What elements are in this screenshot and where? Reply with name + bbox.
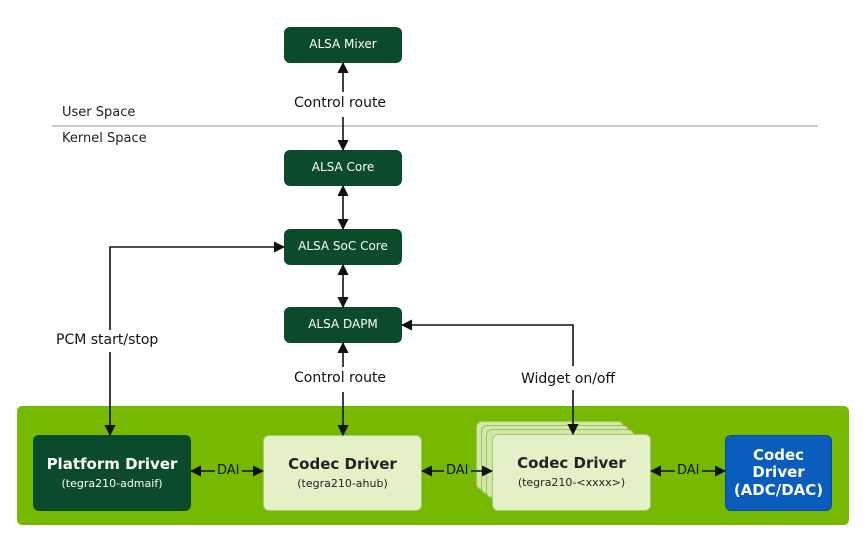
platform-driver-subtitle: (tegra210-admaif) bbox=[61, 476, 163, 490]
alsa-core-label: ALSA Core bbox=[311, 160, 375, 175]
pcm-start-stop-label: PCM start/stop bbox=[56, 332, 159, 348]
codec-hw-box: Codec Driver (ADC/DAC) bbox=[725, 435, 832, 511]
dai-label-3: DAI bbox=[675, 463, 702, 478]
platform-driver-title: Platform Driver bbox=[46, 454, 178, 473]
alsa-core-box: ALSA Core bbox=[284, 150, 402, 186]
codec-hw-line1: Codec bbox=[752, 446, 805, 465]
alsa-dapm-box: ALSA DAPM bbox=[284, 307, 402, 343]
codec-hw-line3: (ADC/DAC) bbox=[733, 480, 824, 499]
control-route-label-bottom: Control route bbox=[294, 370, 387, 386]
codec-driver-x-box: Codec Driver (tegra210-<xxxx>) bbox=[492, 434, 651, 511]
dai-label-1: DAI bbox=[215, 463, 242, 478]
widget-on-off-label: Widget on/off bbox=[521, 371, 616, 387]
alsa-soc-core-label: ALSA SoC Core bbox=[298, 239, 388, 254]
alsa-mixer-box: ALSA Mixer bbox=[284, 27, 402, 63]
alsa-soc-core-box: ALSA SoC Core bbox=[284, 229, 402, 265]
alsa-dapm-label: ALSA DAPM bbox=[308, 317, 378, 332]
user-kernel-divider bbox=[52, 125, 818, 127]
codec-driver-ahub-subtitle: (tegra210-ahub) bbox=[297, 476, 388, 490]
widget-arrow-to-dapm bbox=[400, 319, 574, 366]
platform-driver-box: Platform Driver (tegra210-admaif) bbox=[33, 435, 191, 511]
control-route-label-top: Control route bbox=[294, 95, 387, 111]
codec-driver-ahub-box: Codec Driver (tegra210-ahub) bbox=[263, 435, 422, 511]
user-space-label: User Space bbox=[62, 105, 136, 120]
dai-label-2: DAI bbox=[444, 463, 471, 478]
pcm-arrow-to-soc-core bbox=[109, 241, 286, 330]
kernel-space-label: Kernel Space bbox=[62, 131, 147, 146]
alsa-mixer-label: ALSA Mixer bbox=[309, 37, 377, 52]
codec-driver-x-title: Codec Driver bbox=[517, 454, 626, 473]
codec-driver-ahub-title: Codec Driver bbox=[288, 454, 397, 473]
codec-driver-x-subtitle: (tegra210-<xxxx>) bbox=[517, 476, 626, 490]
codec-hw-line2: Driver bbox=[752, 463, 805, 482]
